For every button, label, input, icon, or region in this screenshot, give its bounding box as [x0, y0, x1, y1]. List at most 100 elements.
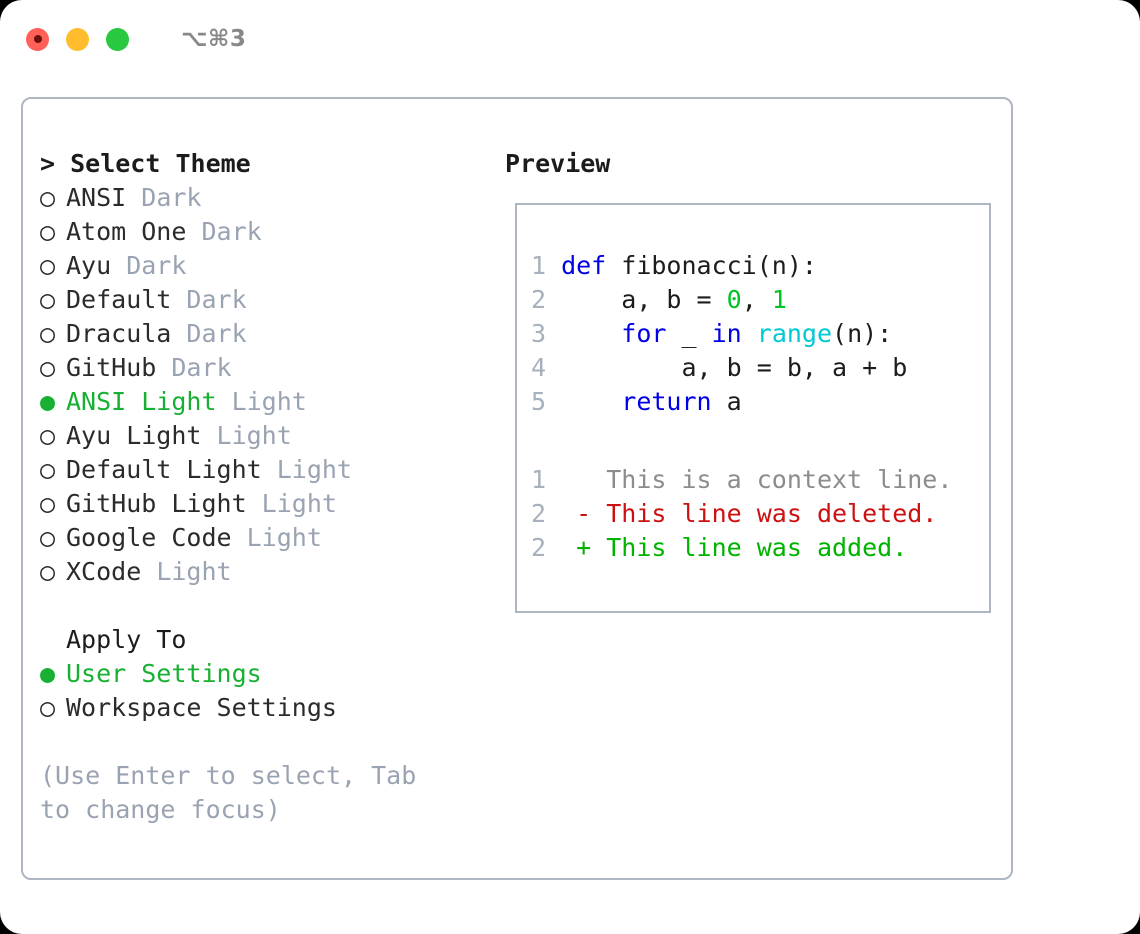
theme-option[interactable]: ○ Ayu Light Light	[40, 419, 488, 453]
apply-to-option[interactable]: ● User Settings	[40, 657, 488, 691]
line-number: 5	[531, 387, 547, 416]
diff-text: This is a context line.	[591, 465, 953, 494]
radio-unselected-icon[interactable]: ○	[40, 693, 56, 722]
title-bar: ⌥⌘3	[0, 0, 1140, 78]
theme-option[interactable]: ○ Ayu Dark	[40, 249, 488, 283]
line-number: 1	[531, 251, 547, 280]
theme-option-kind: Light	[261, 455, 352, 484]
code-token: in	[711, 319, 742, 348]
theme-option[interactable]: ●ANSI Light Light	[40, 385, 488, 419]
line-number: 2	[531, 499, 547, 528]
theme-option[interactable]: ○ Default Dark	[40, 283, 488, 317]
theme-option[interactable]: ○ XCode Light	[40, 555, 488, 589]
theme-option-name: XCode	[66, 557, 142, 586]
radio-unselected-icon[interactable]: ○	[40, 455, 56, 484]
keyboard-shortcut-label: ⌥⌘3	[181, 26, 247, 52]
diff-text: This line was added.	[591, 533, 908, 562]
apply-to-option[interactable]: ○ Workspace Settings	[40, 691, 488, 725]
diff-marker	[576, 465, 591, 494]
theme-option-name: Dracula	[66, 319, 172, 348]
code-line: 4 a, b = b, a + b	[531, 351, 989, 385]
code-token: 1	[771, 285, 787, 314]
theme-option[interactable]: ○Atom One Dark	[40, 215, 488, 249]
radio-unselected-icon[interactable]: ○	[40, 251, 56, 280]
theme-option-name: Default	[66, 285, 172, 314]
code-token	[742, 319, 757, 348]
theme-option[interactable]: ○Google Code Light	[40, 521, 488, 555]
theme-option-name: Ayu	[66, 251, 112, 280]
radio-unselected-icon[interactable]: ○	[40, 421, 56, 450]
line-number: 3	[531, 319, 547, 348]
keyboard-hint-text: (Use Enter to select, Tab to change focu…	[40, 761, 417, 824]
code-line: 1 def fibonacci(n):	[531, 249, 989, 283]
code-token: _	[666, 319, 712, 348]
minimize-button[interactable]	[66, 27, 89, 51]
code-token: range	[756, 319, 833, 348]
theme-list: ○ANSI Dark○Atom One Dark○Ayu Dark○Defaul…	[40, 181, 488, 589]
radio-unselected-icon[interactable]: ○	[40, 353, 56, 382]
theme-option[interactable]: ○ Default Light Light	[40, 453, 488, 487]
code-token: def	[561, 251, 607, 280]
diff-line: 2 - This line was deleted.	[531, 497, 989, 531]
diff-line: 1 This is a context line.	[531, 463, 989, 497]
radio-unselected-icon[interactable]: ○	[40, 523, 56, 552]
radio-unselected-icon[interactable]: ○	[40, 183, 56, 212]
code-token: (n):	[832, 319, 893, 348]
theme-option[interactable]: ○ANSI Dark	[40, 181, 488, 215]
diff-marker: +	[576, 533, 592, 562]
theme-option[interactable]: ○ Dracula Dark	[40, 317, 488, 351]
theme-option-name: Default Light	[66, 455, 262, 484]
code-token: ,	[741, 285, 772, 314]
theme-option-kind: Light	[231, 523, 322, 552]
preview-heading: Preview	[505, 149, 611, 178]
theme-option-kind: Dark	[156, 353, 232, 382]
code-token: a, b =	[561, 285, 727, 314]
radio-selected-icon[interactable]: ●	[40, 387, 56, 416]
code-token: a, b = b, a + b	[561, 353, 908, 382]
code-token: for	[621, 319, 667, 348]
radio-selected-icon[interactable]: ●	[40, 659, 56, 688]
theme-option[interactable]: ○GitHub Dark	[40, 351, 488, 385]
radio-unselected-icon[interactable]: ○	[40, 489, 56, 518]
radio-unselected-icon[interactable]: ○	[40, 217, 56, 246]
panel-content: > Select Theme ○ANSI Dark○Atom One Dark○…	[23, 99, 1011, 878]
theme-option-kind: Dark	[171, 319, 247, 348]
line-number: 2	[531, 533, 547, 562]
radio-unselected-icon[interactable]: ○	[40, 319, 56, 348]
line-number: 4	[531, 353, 547, 382]
theme-option-kind: Light	[141, 557, 232, 586]
theme-option-name: Ayu Light	[66, 421, 202, 450]
close-button[interactable]	[26, 27, 49, 51]
radio-unselected-icon[interactable]: ○	[40, 557, 56, 586]
code-token: 0	[726, 285, 742, 314]
hint-spacer	[40, 725, 488, 759]
diff-sample: 1 This is a context line.2 - This line w…	[531, 463, 989, 565]
code-token: a	[711, 387, 742, 416]
radio-unselected-icon[interactable]: ○	[40, 285, 56, 314]
diff-text: This line was deleted.	[591, 499, 938, 528]
theme-option-kind: Light	[201, 421, 292, 450]
select-theme-heading: > Select Theme	[40, 149, 251, 178]
theme-option-kind: Dark	[171, 285, 247, 314]
line-number: 1	[531, 465, 547, 494]
theme-picker-column: > Select Theme ○ANSI Dark○Atom One Dark○…	[23, 99, 488, 878]
apply-to-option-name: Workspace Settings	[66, 693, 337, 722]
main-panel: > Select Theme ○ANSI Dark○Atom One Dark○…	[21, 97, 1013, 880]
theme-option-name: ANSI Light	[66, 387, 217, 416]
apply-to-heading: Apply To	[66, 625, 187, 654]
maximize-button[interactable]	[106, 27, 129, 51]
theme-option-kind: Dark	[111, 251, 187, 280]
theme-option-kind: Light	[246, 489, 337, 518]
apply-to-option-name: User Settings	[66, 659, 262, 688]
theme-option[interactable]: ○GitHub Light Light	[40, 487, 488, 521]
code-token: return	[621, 387, 712, 416]
theme-option-name: Atom One	[66, 217, 187, 246]
code-token: fibonacci(n):	[606, 251, 817, 280]
apply-to-list: ● User Settings ○ Workspace Settings	[40, 657, 488, 725]
theme-option-kind: Dark	[126, 183, 202, 212]
preview-column: Preview 1 def fibonacci(n): 2 a, b = 0, 1…	[488, 99, 1011, 878]
code-line: 5 return a	[531, 385, 989, 419]
